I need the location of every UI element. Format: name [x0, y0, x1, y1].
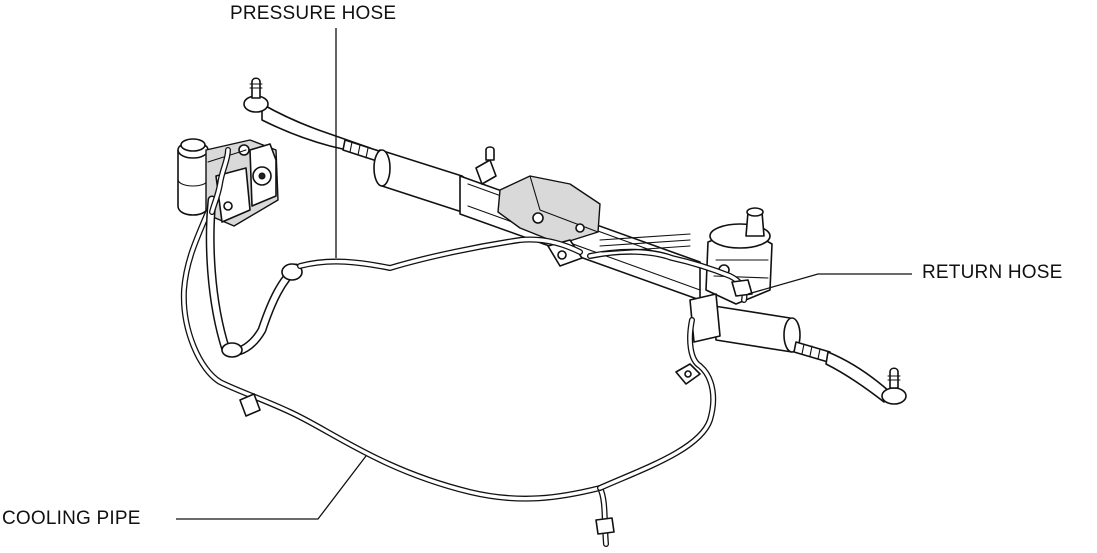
left-tie-rod — [243, 77, 383, 163]
cooling-pipe — [180, 209, 717, 547]
pressure-hose — [205, 147, 583, 358]
cooling-pipe-label: COOLING PIPE — [2, 508, 141, 529]
right-tie-rod — [793, 341, 907, 405]
return-hose-leader — [747, 273, 912, 295]
steering-gear — [373, 146, 801, 353]
return-hose — [587, 233, 753, 303]
return-hose-label: RETURN HOSE — [922, 262, 1063, 283]
cooling-pipe-leader — [176, 455, 367, 520]
pressure-hose-label: PRESSURE HOSE — [230, 3, 397, 24]
